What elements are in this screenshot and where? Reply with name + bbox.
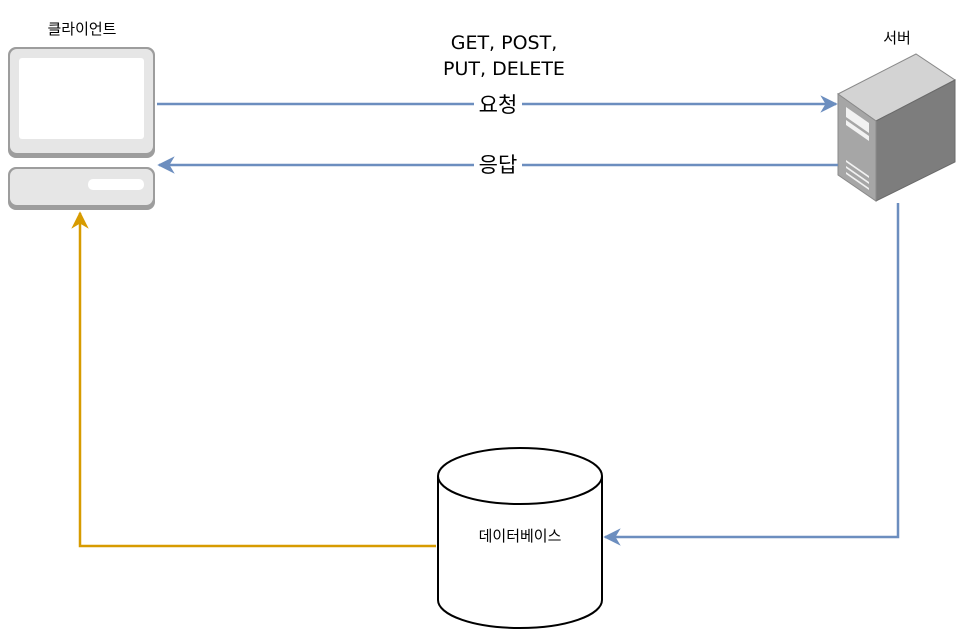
response-edge: 응답 [157, 152, 838, 178]
database-label: 데이터베이스 [479, 527, 562, 545]
server-label: 서버 [883, 29, 911, 47]
request-methods-line2: PUT, DELETE [443, 58, 565, 80]
server-node: 서버 [837, 29, 956, 202]
server-icon [837, 53, 956, 202]
computer-icon [8, 47, 155, 210]
request-methods-line1: GET, POST, [451, 32, 558, 54]
database-node: 데이터베이스 [437, 447, 603, 629]
client-node: 클라이언트 [8, 20, 155, 210]
database-to-client-arrow [71, 211, 436, 548]
response-label: 응답 [479, 153, 518, 177]
request-label: 요청 [479, 93, 518, 117]
client-label: 클라이언트 [47, 20, 116, 38]
server-to-database-arrow [603, 203, 900, 546]
database-cylinder-icon [437, 447, 603, 629]
request-edge: 요청 GET, POST, PUT, DELETE [157, 32, 838, 118]
